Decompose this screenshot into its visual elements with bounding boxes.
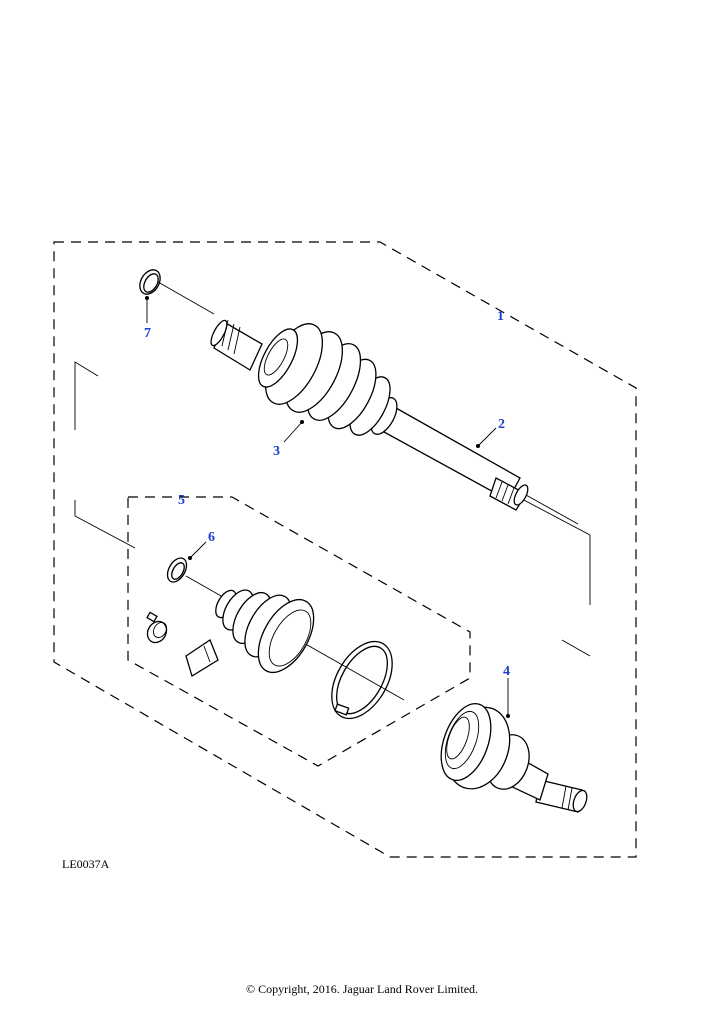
callout-3: 3	[273, 444, 280, 459]
copyright-notice: © Copyright, 2016. Jaguar Land Rover Lim…	[245, 982, 479, 996]
axis-line-shaft-end	[525, 494, 579, 525]
axis-line-circlip-7	[157, 281, 215, 315]
circlip-7-part	[139, 269, 161, 295]
drawing-id: LE0037A	[62, 857, 110, 871]
callout-4: 4	[503, 664, 510, 679]
callout-1: 1	[497, 309, 504, 324]
kit-outline-5	[127, 496, 471, 767]
leader-2	[477, 427, 497, 447]
leader-7-dot	[145, 296, 149, 300]
guide-line-left-bottom	[74, 500, 136, 549]
assembly-outline-1	[53, 241, 637, 858]
callout-5: 5	[178, 493, 185, 508]
callout-7: 7	[144, 326, 151, 341]
guide-line-right-top	[519, 497, 591, 605]
leader-3-dot	[300, 420, 304, 424]
drive-shaft-2-part	[210, 319, 529, 511]
leader-2-dot	[476, 444, 480, 448]
boot-3-part	[257, 323, 398, 436]
circlip-6-part	[166, 557, 188, 583]
leader-4-dot	[506, 714, 510, 718]
grease-sachet-part	[185, 639, 219, 677]
large-clamp-band-part	[331, 640, 393, 720]
guide-line-right-bottom	[561, 639, 591, 657]
leader-6-dot	[188, 556, 192, 560]
kit-boot-part	[215, 589, 315, 673]
callout-6: 6	[208, 530, 215, 545]
callout-2: 2	[498, 417, 505, 432]
cv-joint-4-part	[440, 703, 588, 813]
leader-3	[283, 421, 303, 443]
guide-line-left-top	[74, 361, 99, 430]
leader-6	[189, 541, 207, 559]
small-clamp-part	[146, 611, 168, 644]
